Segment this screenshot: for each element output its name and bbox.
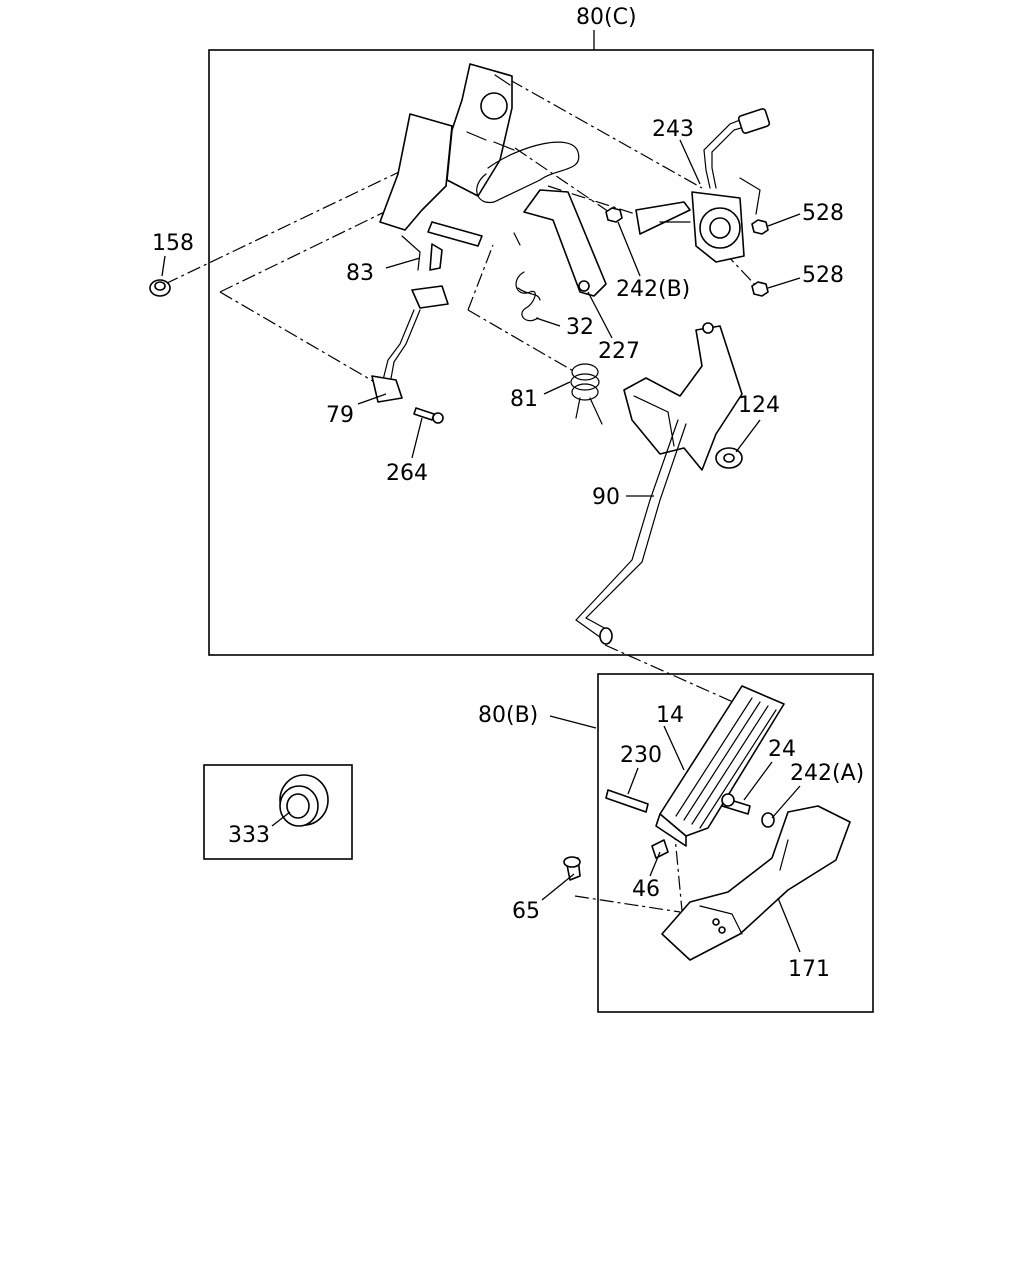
shaft-pin: [427, 221, 483, 247]
lever-bracket: [623, 322, 743, 471]
screw-264: [413, 407, 444, 424]
label-65: 65: [512, 899, 540, 924]
label-333: 333: [228, 823, 270, 848]
label-90: 90: [592, 485, 620, 510]
label-32: 32: [566, 315, 594, 340]
label-124: 124: [738, 393, 780, 418]
mounting-bracket: [379, 63, 515, 271]
label-assembly-b: 80(B): [478, 703, 538, 728]
assembly-c-frame: [208, 49, 874, 656]
cable-guide: [476, 141, 580, 204]
nut-242a: [761, 812, 775, 828]
label-264: 264: [386, 461, 428, 486]
label-528-lower: 528: [802, 263, 844, 288]
label-242b: 242(B): [616, 277, 690, 302]
pedal-arm-bracket: [523, 189, 607, 297]
label-230: 230: [620, 743, 662, 768]
label-528-upper: 528: [802, 201, 844, 226]
spring-81: [570, 363, 603, 425]
bolt-24: [721, 793, 751, 815]
bolt-65: [563, 856, 581, 881]
label-243: 243: [652, 117, 694, 142]
leader-lines: [161, 139, 801, 953]
label-assembly-c: 80(C): [576, 5, 637, 30]
label-227: 227: [598, 339, 640, 364]
washer-124: [715, 447, 743, 469]
sensor-243: [635, 108, 771, 263]
nut-158: [149, 279, 171, 297]
label-171: 171: [788, 957, 830, 982]
label-24: 24: [768, 737, 796, 762]
grommet-333: [279, 774, 329, 827]
harness-79: [371, 285, 449, 403]
label-81: 81: [510, 387, 538, 412]
nut-528-upper: [751, 219, 769, 235]
clip-46: [651, 839, 669, 859]
return-spring-32: [513, 232, 541, 322]
label-242a: 242(A): [790, 761, 864, 786]
pin-230: [605, 789, 649, 813]
label-83: 83: [346, 261, 374, 286]
label-158: 158: [152, 231, 194, 256]
label-79: 79: [326, 403, 354, 428]
nut-242b: [605, 207, 623, 223]
pedal-rod-90: [575, 419, 687, 645]
assembly-b-frame: [597, 673, 874, 1013]
pedal-pad-14: [655, 685, 785, 847]
part-333-frame: [203, 764, 353, 860]
nut-528-lower: [751, 281, 769, 297]
label-46: 46: [632, 877, 660, 902]
pedal-bracket-171: [661, 805, 851, 961]
label-14: 14: [656, 703, 684, 728]
